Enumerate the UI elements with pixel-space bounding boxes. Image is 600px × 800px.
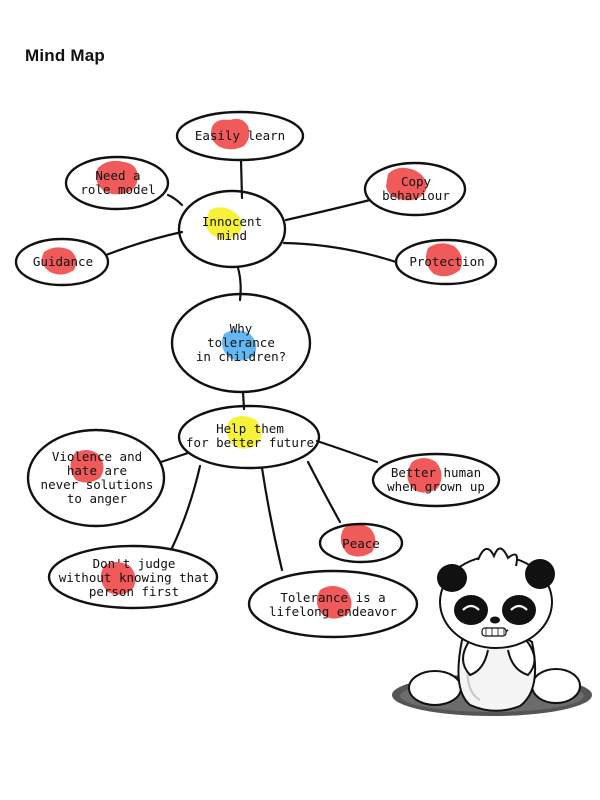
- node-why-tolerance: Why tolerance in children?: [195, 321, 287, 364]
- node-bubbles: [14, 110, 501, 639]
- highlight-copy-behaviour: [386, 167, 427, 201]
- node-easily-learn: Easily learn: [194, 128, 286, 143]
- bubble-better-human: [371, 452, 501, 508]
- connector-better-human: [315, 439, 379, 464]
- connector-peace: [306, 460, 342, 524]
- bubble-protection: [394, 238, 498, 286]
- panda-eye-left: [454, 595, 488, 625]
- highlight-dont-judge: [100, 562, 136, 595]
- node-peace: Peace: [342, 536, 380, 551]
- panda-eye-right: [502, 595, 536, 625]
- connector-protection: [282, 241, 398, 264]
- connector-role-model: [166, 193, 184, 207]
- highlight-help: [226, 416, 262, 449]
- connector-violence: [159, 451, 190, 464]
- connector-copy-behaviour: [284, 198, 372, 222]
- highlight-easily-learn: [211, 118, 250, 150]
- bubble-help-them: [177, 404, 321, 470]
- node-violence: Violence and hate are never solutions to…: [40, 449, 154, 506]
- highlight-innocent: [205, 207, 242, 240]
- bubble-why-tolerance: [170, 292, 312, 394]
- connector-dont-judge: [170, 464, 202, 550]
- node-innocent-mind: Innocent mind: [201, 214, 263, 243]
- highlight-peace: [340, 524, 376, 557]
- highlight-guidance: [42, 247, 77, 275]
- highlight-tolerance-lifelong: [316, 586, 352, 619]
- connector-tolerance-lifelong: [260, 466, 284, 572]
- node-copy-behaviour: Copy behaviour: [382, 174, 450, 203]
- node-tolerance-lifelong: Tolerance is a lifelong endeavor: [269, 590, 397, 619]
- highlight-role-model: [96, 160, 138, 195]
- node-help-them: Help them for better future: [186, 421, 314, 450]
- highlight-tolerance: [222, 330, 257, 361]
- node-protection: Protection: [409, 254, 485, 269]
- node-better-human: Better human when grown up: [387, 465, 485, 494]
- panda-mascot: [392, 547, 592, 716]
- connector-guidance: [104, 230, 184, 257]
- connectors: [104, 158, 398, 572]
- highlight-protection: [426, 243, 462, 277]
- highlight-violence: [70, 450, 104, 483]
- bubble-guidance: [14, 237, 110, 287]
- node-need-role-model: Need a role model: [80, 168, 156, 197]
- bubble-easily-learn: [175, 110, 305, 162]
- bubble-copy-behaviour: [363, 161, 467, 217]
- highlight-better-human: [407, 458, 442, 493]
- bubble-dont-judge: [47, 544, 219, 610]
- panda-ear-right: [525, 559, 555, 589]
- page-title: Mind Map: [25, 46, 105, 65]
- bubble-violence: [26, 428, 166, 528]
- bubble-innocent-mind: [177, 189, 287, 269]
- connector-innocent-to-why: [236, 266, 242, 302]
- node-guidance: Guidance: [32, 254, 94, 269]
- panda-ear-left: [437, 564, 467, 592]
- bubble-role-model: [64, 155, 170, 211]
- node-dont-judge: Don't judge without knowing that person …: [58, 556, 210, 599]
- highlights: [42, 118, 462, 619]
- bubble-peace: [318, 522, 404, 564]
- bubble-tolerance-lifelong: [247, 569, 419, 639]
